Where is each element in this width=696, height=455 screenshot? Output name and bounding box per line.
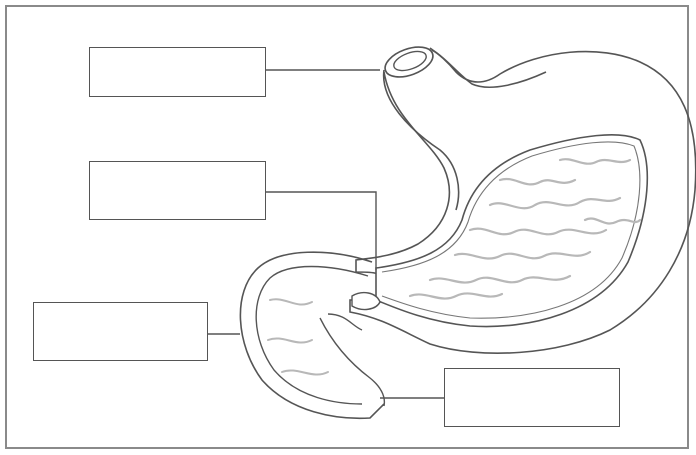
leader-lines [208,70,444,398]
esophagus-left-wall [384,70,459,210]
duodenum-opening [320,314,384,406]
duodenum-folds [268,299,328,374]
duodenum-inner-wall [256,267,368,405]
label-box-2[interactable] [89,161,266,220]
esophagus-right-wall [432,50,546,87]
label-box-1[interactable] [89,47,266,97]
label-box-4[interactable] [444,368,620,427]
duodenum-outer-wall [240,252,384,418]
label-box-3[interactable] [33,302,208,361]
